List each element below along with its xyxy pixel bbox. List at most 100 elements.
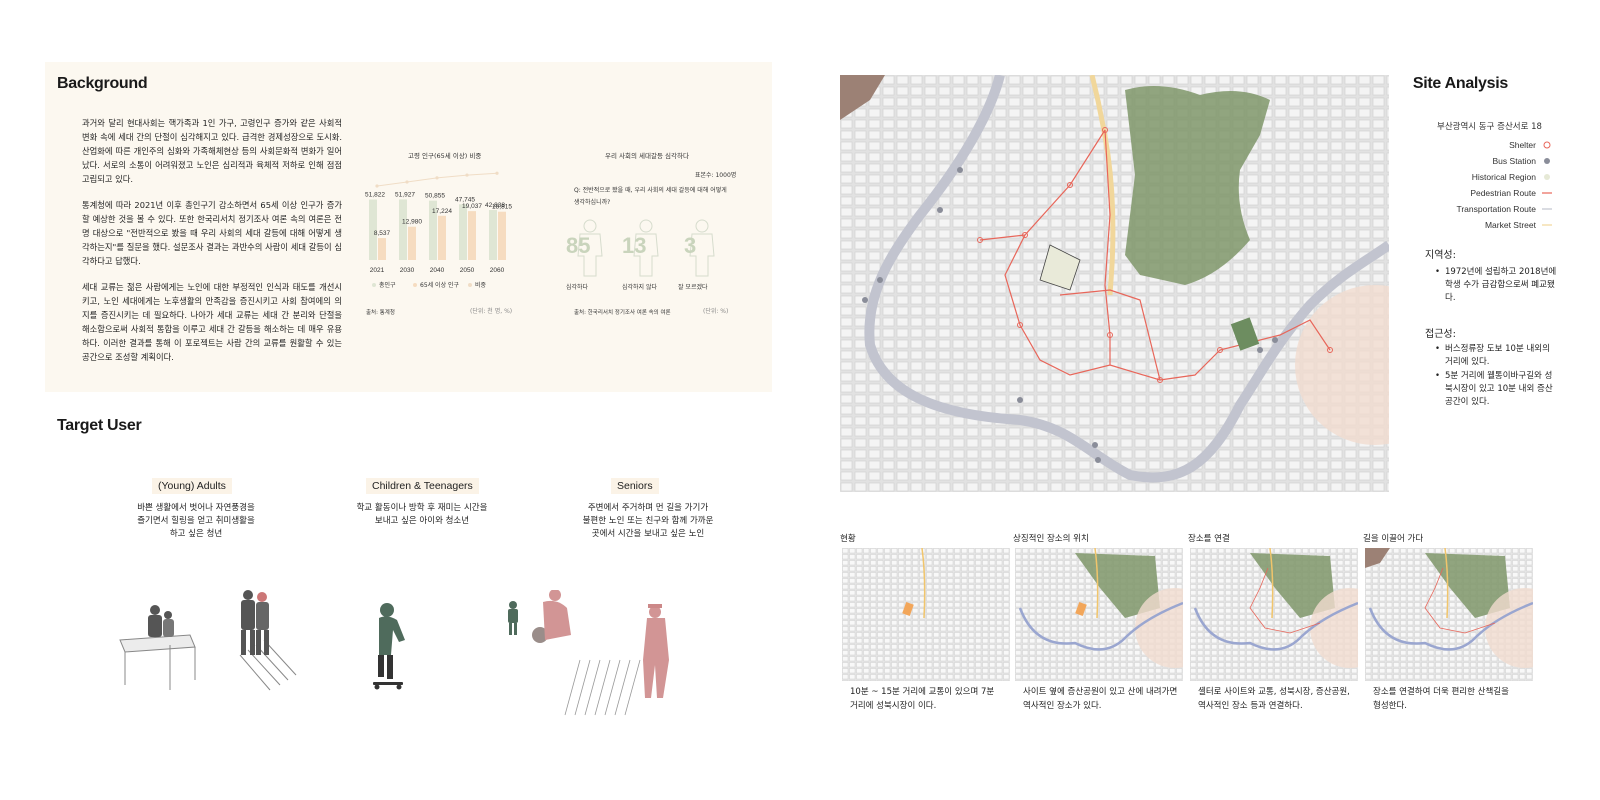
- legend-market-street: Market Street: [1485, 220, 1552, 230]
- bar-total-population: [399, 199, 407, 260]
- survey-category: 잘 모르겠다: [678, 284, 708, 291]
- desc-line: 바쁜 생활에서 벗어나 자연풍경을: [137, 503, 255, 513]
- site-address: 부산광역시 동구 증산서로 18: [1437, 122, 1542, 132]
- survey-chart-source: 출처: 한국리서치 정기조사 여론 속의 여론: [574, 310, 671, 316]
- desc-line: 주변에서 주거하며 먼 길을 가기가: [587, 503, 709, 513]
- desc-line: 형성한다.: [1373, 701, 1407, 711]
- desc-line: 셸터로 사이트와 교통, 성북시장, 증산공원,: [1198, 687, 1350, 697]
- x-tick-label: 2040: [430, 267, 445, 274]
- region-list: 1972년에 설립하고 2018년에 학생 수가 급감함으로써 폐교됐다.: [1435, 266, 1557, 306]
- access-heading: 접근성:: [1425, 329, 1456, 340]
- access-item: 버스정류장 도보 10분 내외의 거리에 있다.: [1435, 343, 1557, 369]
- desc-line: 역사적인 장소가 있다.: [1023, 701, 1102, 711]
- bar-elderly-population: [378, 238, 386, 260]
- desc-line: 보내고 싶은 아이와 청소년: [374, 516, 470, 526]
- legend-pedestrian-route: Pedestrian Route: [1470, 188, 1552, 198]
- ratio-point: [495, 171, 499, 175]
- ratio-point: [465, 173, 469, 177]
- site-map: [840, 75, 1389, 492]
- bar-value-label: 42,838: [485, 202, 505, 209]
- legend-shelter: Shelter: [1509, 140, 1552, 150]
- bar-elderly-population: [408, 226, 416, 260]
- legend-historical-region: Historical Region: [1472, 172, 1552, 182]
- x-tick-label: 2030: [400, 267, 415, 274]
- survey-value: 13: [622, 233, 647, 258]
- desc-line: 곳에서 시간을 보내고 싶은 노인: [591, 529, 705, 539]
- transportation-route-icon: [1542, 207, 1552, 211]
- bar-elderly-population: [498, 211, 506, 260]
- survey-category: 심각하지 않다: [622, 284, 658, 291]
- bar-value-label: 50,855: [425, 193, 445, 200]
- legend-swatch: [468, 283, 472, 287]
- bar-elderly-population: [468, 211, 476, 260]
- user-group-label-children: Children & Teenagers: [366, 478, 479, 494]
- desc-line: 10분 ~ 15분 거리에 교통이 있으며 7분: [850, 687, 995, 697]
- bar-total-population: [489, 210, 497, 260]
- bar-elderly-population: [438, 215, 446, 260]
- historical-region-icon: [1542, 173, 1552, 181]
- user-group-desc-seniors: 주변에서 주거하며 먼 길을 가기가 불편한 노인 또는 친구와 함께 가까운 …: [560, 502, 736, 541]
- bar-value-label: 12,980: [402, 219, 422, 226]
- population-chart-title: 고령 인구(65세 이상) 비중: [408, 152, 482, 160]
- desc-line: 즐기면서 힐링을 얻고 취미생활을: [137, 516, 255, 526]
- bar-value-label: 8,537: [374, 230, 391, 237]
- ratio-line: [376, 172, 498, 187]
- legend-label: Pedestrian Route: [1470, 188, 1536, 198]
- x-tick-label: 2021: [370, 267, 385, 274]
- survey-respondents: 표본수: 1000명: [695, 172, 737, 179]
- bar-value-label: 51,927: [395, 191, 415, 198]
- legend-swatch: [413, 283, 417, 287]
- survey-question: Q: 전반적으로 봤을 때, 우리 사회의 세대 갈등에 대해 어떻게 생각하십…: [574, 187, 727, 206]
- survey-chart-title: 우리 사회의 세대갈등 심각하다: [605, 152, 689, 160]
- survey-value: 3: [684, 233, 697, 258]
- background-paragraph-1: 과거와 달리 현대사회는 핵가족과 1인 가구, 고령인구 증가와 같은 사회적…: [82, 118, 342, 184]
- person-icon: [630, 218, 662, 283]
- bar-value-label: 19,037: [462, 203, 482, 210]
- ratio-point: [405, 180, 409, 184]
- bar-total-population: [459, 204, 467, 260]
- ratio-point: [375, 184, 379, 188]
- survey-chart-unit: (단위: %): [703, 308, 729, 315]
- step-map-thumbnail: [1190, 548, 1358, 681]
- shelter-icon: [1542, 141, 1552, 149]
- user-group-label-adults: (Young) Adults: [152, 478, 232, 494]
- desc-line: 장소를 연결하여 더욱 편리한 산책길을: [1373, 687, 1509, 697]
- access-list: 버스정류장 도보 10분 내외의 거리에 있다. 5분 거리에 웰통이바구길와 …: [1435, 343, 1557, 410]
- legend-label: Historical Region: [1471, 172, 1536, 182]
- step-label: 장소를 연결: [1188, 534, 1230, 544]
- population-chart-unit: (단위: 천 명, %): [470, 308, 513, 315]
- survey-value: 85: [566, 233, 591, 258]
- legend-swatch: [372, 283, 376, 287]
- legend-bus-station: Bus Station: [1493, 156, 1552, 166]
- site-analysis-title: Site Analysis: [1412, 75, 1508, 92]
- desc-line: 학교 활동이나 방학 후 재미는 시간을: [356, 503, 488, 513]
- step-description: 셸터로 사이트와 교통, 성북시장, 증산공원,역사적인 장소 등과 연결하다.: [1198, 685, 1350, 713]
- background-paragraph-2: 통계청에 따라 2021년 이후 총인구기 감소하면서 65세 이상 인구가 증…: [82, 200, 342, 266]
- access-item: 5분 거리에 웰통이바구길와 성북시장이 있고 10분 내외 증산공간이 있다.: [1435, 370, 1557, 409]
- background-text: 과거와 달리 현대사회는 핵가족과 1인 가구, 고령인구 증가와 같은 사회적…: [82, 116, 342, 376]
- user-group-desc-children: 학교 활동이나 방학 후 재미는 시간을 보내고 싶은 아이와 청소년: [336, 502, 508, 528]
- legend-label: Transportation Route: [1456, 204, 1536, 214]
- adults-illustration: [119, 590, 297, 691]
- x-tick-label: 2060: [490, 267, 505, 274]
- desc-line: 하고 싶은 청년: [169, 529, 223, 539]
- bar-value-label: 18,815: [492, 204, 512, 211]
- seniors-illustration: [508, 590, 669, 716]
- step-label: 현황: [840, 534, 856, 544]
- user-group-label-seniors: Seniors: [611, 478, 659, 494]
- legend-label: Bus Station: [1492, 156, 1536, 166]
- market-street-icon: [1542, 223, 1552, 227]
- legend-label: Shelter: [1509, 140, 1536, 150]
- target-user-title: Target User: [57, 417, 142, 434]
- legend-label: 총인구: [379, 281, 396, 289]
- step-map-thumbnail: [1365, 548, 1533, 681]
- background-paragraph-3: 세대 교류는 젊은 사람에게는 노인에 대한 부정적인 인식과 태도를 개선시키…: [82, 282, 342, 362]
- children-illustration: [373, 603, 405, 690]
- bar-total-population: [429, 200, 437, 260]
- bus-station-icon: [1542, 157, 1552, 165]
- population-chart: 51,8228,537202151,92712,980203050,85517,…: [365, 171, 512, 289]
- desc-line: 사이트 옆에 증산공원이 있고 산에 내려가면: [1023, 687, 1178, 697]
